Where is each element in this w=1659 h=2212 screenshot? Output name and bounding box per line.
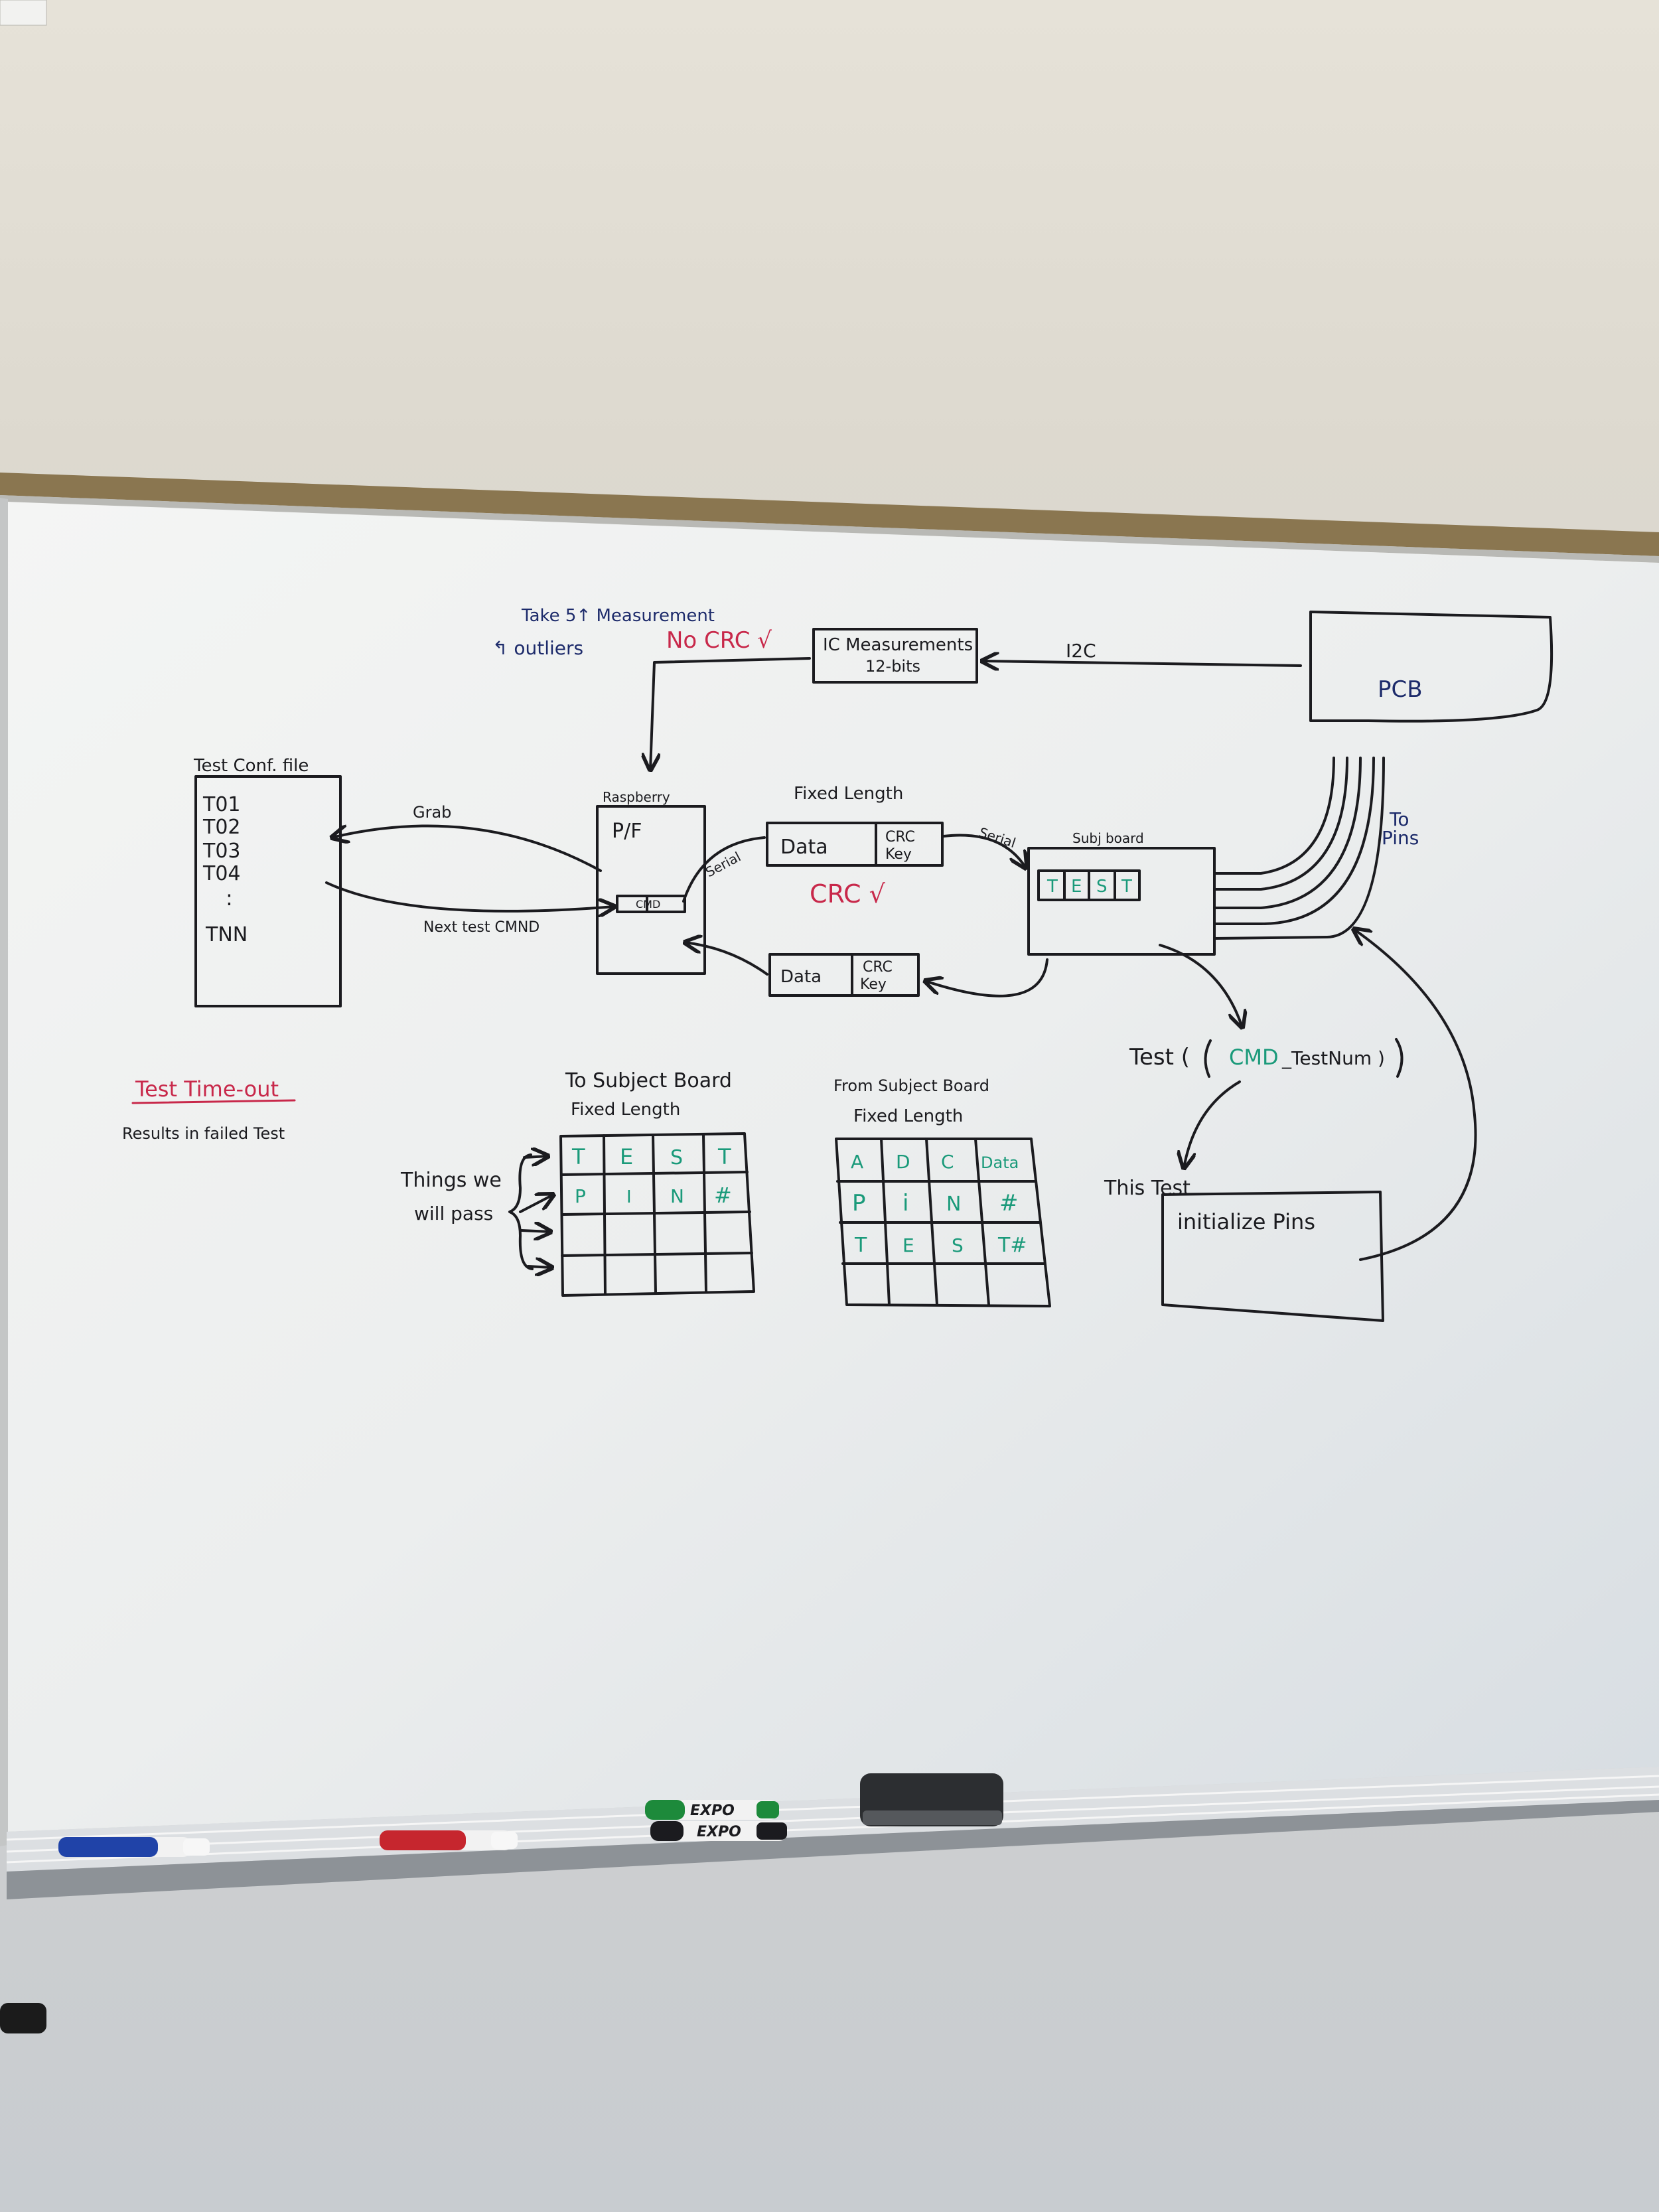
from-grid-r2c3: N: [946, 1193, 961, 1216]
to-subject-title1: To Subject Board: [565, 1069, 732, 1092]
to-grid-r2c4: #: [714, 1183, 732, 1208]
from-grid-r3c2: E: [902, 1234, 914, 1256]
test-conf-item-1: T01: [202, 793, 241, 816]
crc-top-line1: CRC: [885, 829, 915, 846]
outliers-text: ↰ outliers: [492, 637, 583, 659]
from-grid-r3c4: T#: [997, 1234, 1027, 1257]
subj-board-title: Subj board: [1072, 830, 1144, 846]
raspberry-pf: P/F: [612, 820, 642, 843]
blue-marker[interactable]: [58, 1837, 210, 1857]
to-grid-r1c2: E: [620, 1144, 633, 1169]
ic-box-line2: 12-bits: [865, 657, 920, 676]
from-grid-r2c1: P: [852, 1190, 866, 1217]
test-cmd-prefix: Test (: [1129, 1044, 1190, 1070]
raspberry-title: Raspberry: [603, 789, 670, 805]
to-grid-r1c4: T: [717, 1144, 731, 1169]
red-marker[interactable]: [380, 1830, 518, 1850]
from-grid-r1c4: Data: [981, 1153, 1019, 1172]
things-line2: will pass: [414, 1203, 493, 1224]
test-cmd-cmd: CMD: [1229, 1045, 1279, 1070]
corner-object: [0, 0, 46, 25]
this-test-title: This Test: [1104, 1177, 1190, 1200]
from-grid-r1c2: D: [896, 1151, 910, 1173]
crc-bottom-line2: Key: [860, 976, 887, 993]
test-conf-item-6: TNN: [205, 923, 248, 946]
to-subject-title2: Fixed Length: [571, 1100, 680, 1120]
from-grid-r2c2: i: [902, 1190, 908, 1217]
expo-label-black: EXPO: [697, 1824, 741, 1840]
wall-clip: [0, 2003, 46, 2033]
pcb-label: PCB: [1378, 676, 1423, 703]
from-grid-r2c4: #: [999, 1190, 1019, 1217]
to-grid-r1c3: S: [670, 1146, 683, 1169]
crc-check: CRC √: [810, 879, 886, 909]
no-crc-text: No CRC √: [666, 627, 772, 654]
to-grid-r2c1: P: [575, 1185, 586, 1207]
to-grid-r2c2: I: [626, 1187, 632, 1207]
from-grid-r3c3: S: [952, 1234, 964, 1256]
test-conf-title: Test Conf. file: [193, 756, 309, 776]
test-cmd-suffix: _TestNum ): [1281, 1047, 1385, 1069]
crc-bottom-line1: CRC: [863, 959, 893, 976]
to-pins-line2: Pins: [1382, 827, 1419, 849]
test-conf-item-2: T02: [202, 816, 241, 839]
expo-label-green: EXPO: [690, 1803, 735, 1819]
ic-box-line1: IC Measurements: [823, 635, 973, 655]
to-grid-r2c3: N: [670, 1185, 684, 1207]
test-conf-item-5: :: [226, 885, 233, 911]
data-top: Data: [780, 836, 828, 859]
next-test-label: Next test CMND: [423, 919, 540, 936]
to-grid-r1c1: T: [571, 1144, 585, 1169]
crc-top-line2: Key: [885, 846, 912, 863]
timeout-title: Test Time-out: [135, 1076, 279, 1102]
black-marker[interactable]: EXPO: [650, 1821, 787, 1841]
timeout-desc: Results in failed Test: [122, 1124, 285, 1143]
things-line1: Things we: [400, 1169, 502, 1192]
test-conf-item-4: T04: [202, 862, 241, 885]
from-grid-r1c3: C: [941, 1151, 954, 1173]
fixed-length-title: Fixed Length: [794, 784, 903, 804]
grab-label: Grab: [413, 803, 451, 822]
i2c-label: I2C: [1066, 640, 1096, 662]
from-subject-title2: Fixed Length: [853, 1106, 963, 1126]
from-grid-r3c1: T: [854, 1234, 867, 1257]
subj-cell-4: T: [1121, 877, 1132, 897]
from-subject-title1: From Subject Board: [833, 1076, 989, 1095]
subj-cell-1: T: [1046, 877, 1058, 897]
this-test-body: initialize Pins: [1177, 1209, 1315, 1234]
from-grid-r1c1: A: [851, 1151, 863, 1173]
subj-cell-3: S: [1096, 877, 1108, 897]
raspberry-cmd: CMD: [636, 898, 660, 911]
test-conf-item-3: T03: [202, 840, 241, 863]
green-marker[interactable]: EXPO: [645, 1800, 779, 1820]
take-measurement-text: Take 5↑ Measurement: [521, 606, 715, 626]
data-bottom: Data: [780, 967, 822, 987]
eraser[interactable]: [860, 1773, 1003, 1826]
subj-cell-2: E: [1071, 877, 1082, 897]
